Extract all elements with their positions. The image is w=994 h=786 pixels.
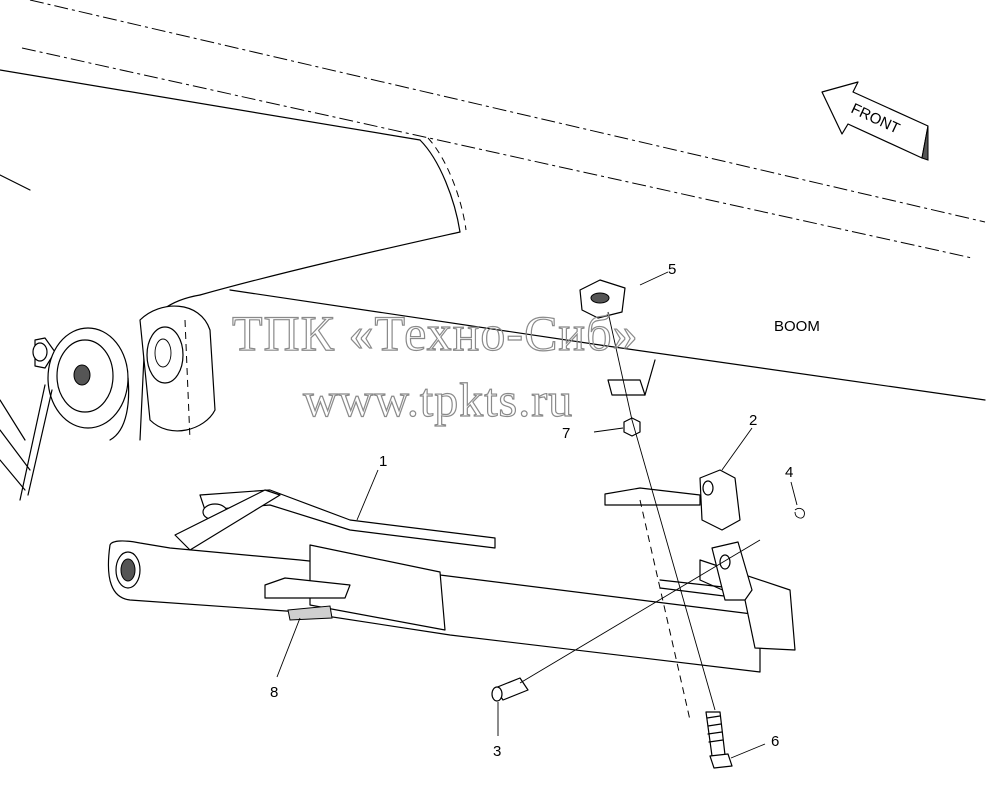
watermark-line-2: www.tpkts.ru [303,374,573,427]
callouts: 1 2 3 4 5 6 7 8 [270,261,793,760]
arm-assembly [107,489,796,673]
boom-label: BOOM [774,318,820,335]
front-arrow: FRONT [821,81,929,161]
callout-7: 7 [562,425,570,442]
watermark-line-1: ТПК «Техно-Сиб» [232,305,639,361]
callout-8: 8 [270,684,278,701]
leader-lines [276,271,798,759]
callout-2: 2 [749,412,757,429]
callout-3: 3 [493,743,501,760]
knob-assembly [579,279,656,396]
watermark: ТПК «Техно-Сиб» www.tpkts.ru [231,304,639,427]
callout-6: 6 [771,733,779,750]
callout-4: 4 [785,464,793,481]
callout-5: 5 [668,261,676,278]
pivot-boss [0,305,216,501]
bracket [604,469,805,601]
callout-1: 1 [379,453,387,470]
